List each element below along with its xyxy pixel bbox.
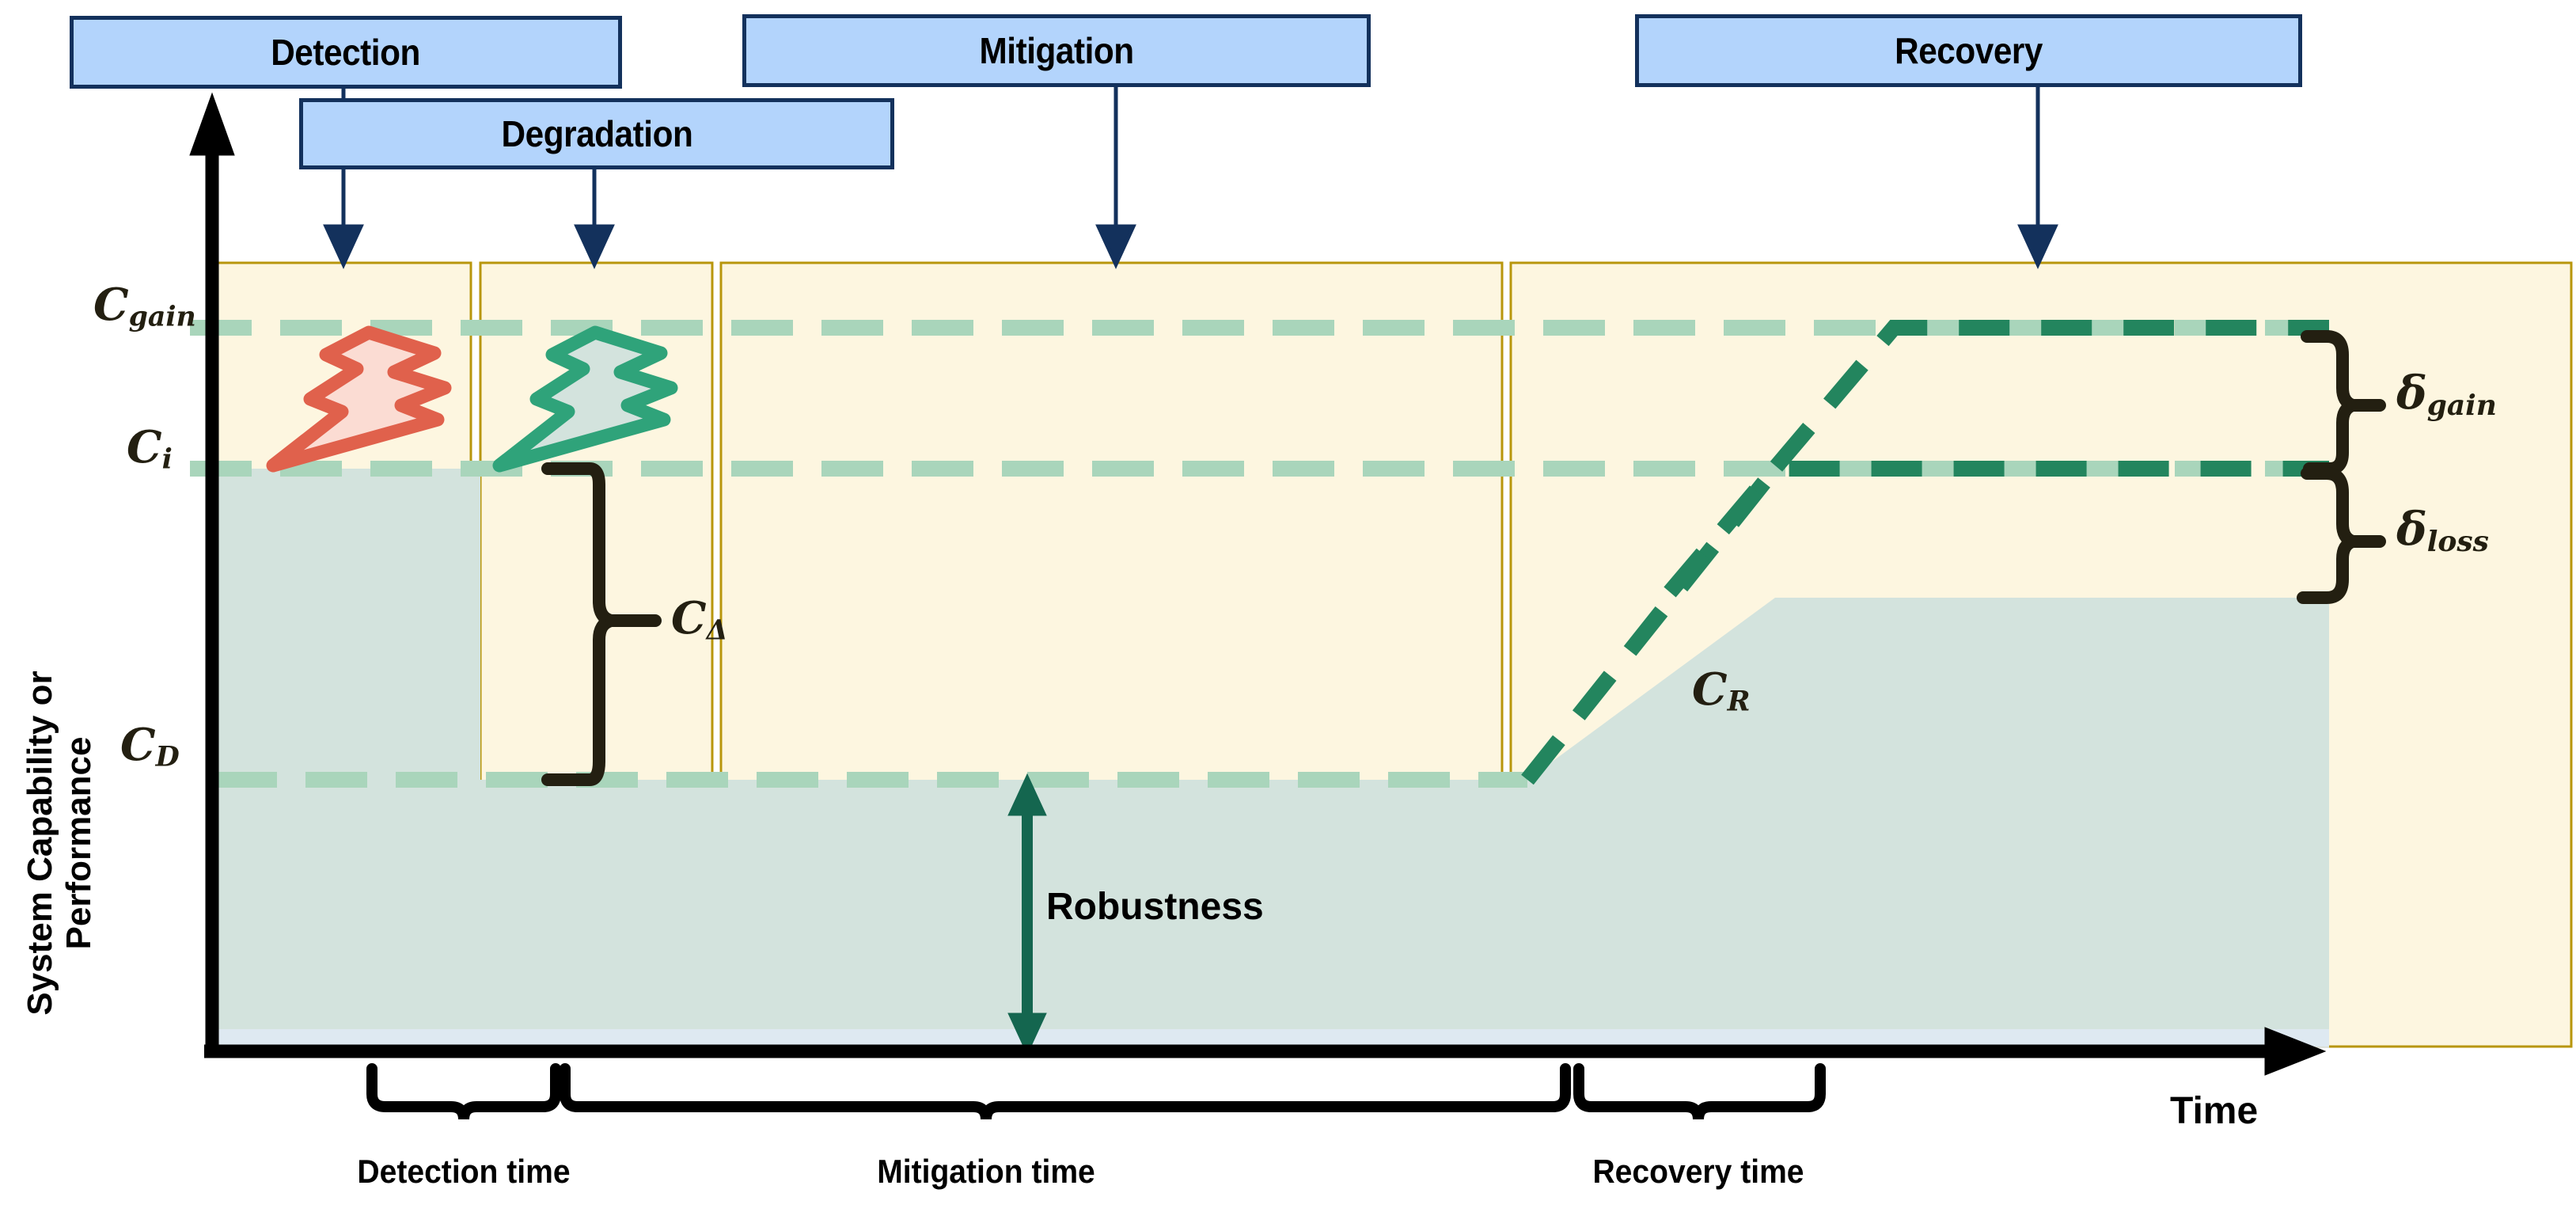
phase-box-degradation-label: Degradation bbox=[501, 113, 692, 154]
y-tick-c-d-base: C bbox=[120, 719, 156, 771]
annotation-c-delta-base: C bbox=[671, 592, 707, 644]
brace-recovery-time bbox=[1573, 1063, 1826, 1120]
y-tick-c-i-sub: i bbox=[161, 443, 173, 476]
phase-box-degradation[interactable]: Degradation bbox=[299, 98, 894, 169]
connector-arrow-panel3 bbox=[1095, 224, 1136, 270]
annotation-delta-gain-sub: gain bbox=[2426, 388, 2497, 422]
annotation-c-delta: CΔ bbox=[671, 592, 728, 647]
connector-arrow-panel4 bbox=[2017, 224, 2058, 270]
brace-detection-time bbox=[366, 1063, 561, 1120]
y-tick-c-d-sub: D bbox=[155, 740, 180, 773]
robustness-label: Robustness bbox=[1046, 886, 1264, 928]
time-span-caption-detection: Detection time bbox=[357, 1153, 571, 1190]
y-axis-arrowhead bbox=[189, 92, 235, 156]
capability-area bbox=[215, 469, 2329, 1047]
lightning-bolt-green-icon bbox=[492, 325, 678, 473]
y-axis-title: System Capability or Performance bbox=[21, 637, 99, 1049]
brace-delta-loss bbox=[2297, 467, 2386, 604]
x-axis-title: Time bbox=[2170, 1090, 2259, 1132]
x-axis-arrowhead bbox=[2264, 1027, 2327, 1076]
y-tick-c-gain-sub: gain bbox=[128, 300, 196, 333]
annotation-c-r-base: C bbox=[1692, 663, 1728, 716]
trajectory-gain bbox=[1664, 320, 2329, 598]
axes bbox=[189, 92, 2327, 1076]
trajectory-loss bbox=[1521, 461, 2329, 785]
phase-box-recovery[interactable]: Recovery bbox=[1635, 14, 2302, 87]
phase-box-detection[interactable]: Detection bbox=[70, 16, 622, 89]
y-tick-c-gain: Cgain bbox=[93, 279, 196, 333]
phase-box-mitigation-label: Mitigation bbox=[979, 30, 1134, 71]
connector-arrow-panel1 bbox=[323, 224, 364, 270]
annotation-delta-gain: δgain bbox=[2396, 366, 2497, 422]
brace-delta-gain bbox=[2301, 330, 2386, 475]
recovery-trajectories bbox=[1521, 320, 2329, 785]
annotation-delta-loss-sub: loss bbox=[2426, 524, 2489, 558]
y-tick-c-d: CD bbox=[120, 719, 180, 773]
phase-box-mitigation[interactable]: Mitigation bbox=[742, 14, 1371, 87]
annotation-c-r: CR bbox=[1692, 663, 1750, 718]
brace-c-delta bbox=[541, 462, 662, 786]
y-axis-title-line1: System Capability or bbox=[21, 671, 59, 1016]
lightning-bolt-red-icon bbox=[266, 325, 452, 473]
annotation-delta-loss-base: δ bbox=[2396, 502, 2427, 556]
phase-box-recovery-label: Recovery bbox=[1895, 30, 2043, 71]
y-tick-c-i: Ci bbox=[127, 421, 173, 476]
annotation-delta-loss: δloss bbox=[2396, 502, 2489, 558]
y-tick-c-i-base: C bbox=[127, 421, 162, 473]
annotation-delta-gain-base: δ bbox=[2396, 366, 2427, 420]
y-tick-c-gain-base: C bbox=[93, 279, 129, 331]
annotation-c-r-sub: R bbox=[1727, 685, 1751, 718]
time-braces bbox=[366, 1063, 1826, 1120]
robustness-arrow bbox=[1007, 773, 1047, 1056]
phase-box-detection-label: Detection bbox=[271, 32, 421, 73]
connector-arrow-panel2 bbox=[574, 224, 615, 270]
brace-mitigation-time bbox=[560, 1063, 1571, 1120]
y-axis-title-line2: Performance bbox=[59, 736, 99, 950]
time-span-caption-recovery: Recovery time bbox=[1592, 1153, 1804, 1190]
annotation-c-delta-sub: Δ bbox=[706, 614, 728, 647]
time-span-caption-mitigation: Mitigation time bbox=[877, 1153, 1095, 1190]
